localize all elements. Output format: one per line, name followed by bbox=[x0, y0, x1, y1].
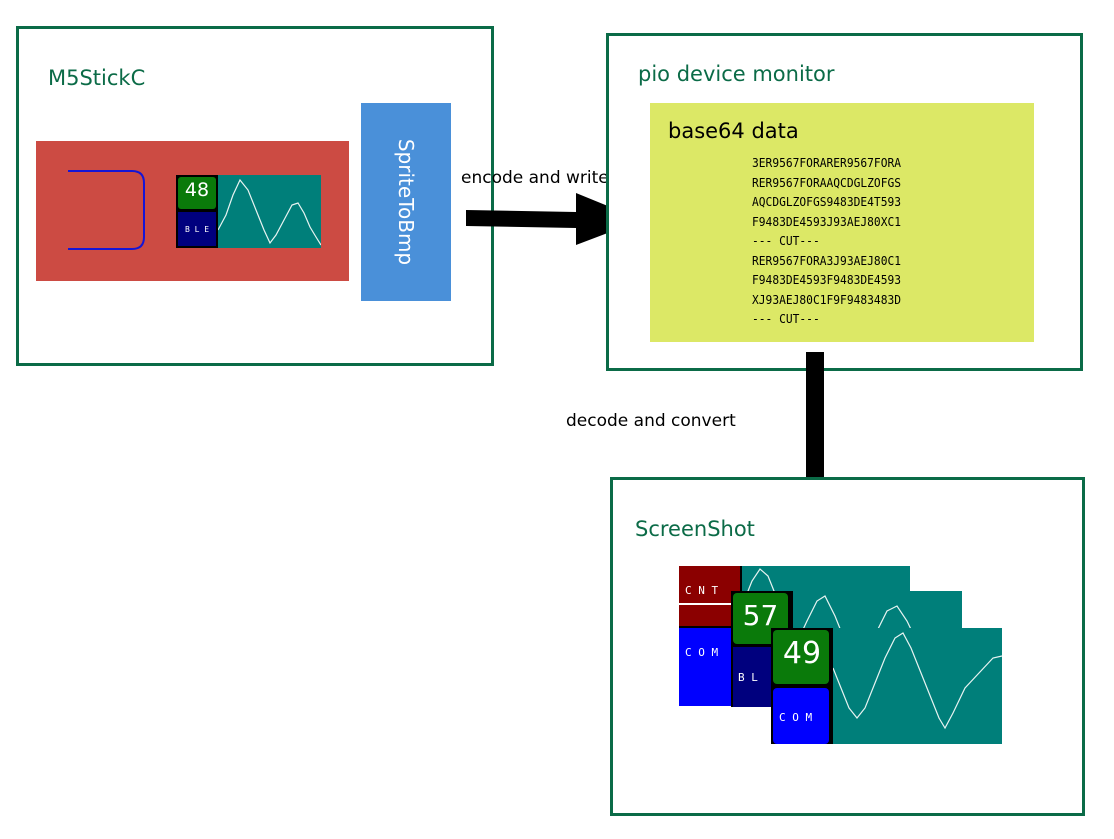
screen-3-waveform bbox=[833, 628, 1002, 744]
encode-arrow bbox=[466, 193, 642, 245]
device-button-outline bbox=[68, 170, 145, 250]
base64-line: 3ER9567FORARER9567FORA bbox=[752, 155, 902, 170]
device-number-badge bbox=[178, 177, 216, 209]
m5stickc-title: M5StickC bbox=[48, 66, 146, 90]
device-waveform bbox=[218, 175, 321, 248]
monitor-title: pio device monitor bbox=[638, 62, 835, 86]
device-ble-badge bbox=[178, 212, 216, 246]
base64-line: XJ93AEJ80C1F9F9483483D bbox=[752, 291, 902, 307]
base64-line: RER9567FORA3J93AEJ80C1 bbox=[752, 252, 902, 268]
decode-arrow-label: decode and convert bbox=[566, 411, 736, 431]
base64-line: F9483DE4593J93AEJ80XC1 bbox=[752, 213, 902, 229]
sprite-to-bmp-block bbox=[361, 103, 451, 301]
device-ble-label: B L E bbox=[184, 225, 210, 234]
base64-line: F9483DE4593F9483DE4593 bbox=[752, 272, 902, 287]
screen-3-number: 49 bbox=[782, 636, 822, 671]
device-screen: 48 B L E bbox=[176, 175, 321, 248]
sprite-to-bmp-label: SpriteToBmp bbox=[394, 138, 418, 266]
base64-title: base64 data bbox=[668, 119, 799, 143]
screenshot-screen-3: 49 C O M bbox=[771, 628, 1002, 744]
base64-line: RER9567FORAAQCDGLZOFGS bbox=[752, 174, 902, 190]
com-badge bbox=[679, 628, 740, 706]
cnt-label: C N T bbox=[685, 584, 719, 597]
screen-3-number-badge bbox=[773, 630, 829, 684]
screenshot-title: ScreenShot bbox=[635, 517, 755, 541]
screen-3-com-badge bbox=[773, 688, 829, 744]
encode-arrow-label: encode and write bbox=[461, 168, 609, 188]
com-label: C O M bbox=[685, 646, 719, 659]
base64-panel bbox=[650, 103, 1034, 342]
cnt-divider bbox=[679, 603, 740, 605]
base64-line: AQCDGLZOFGS9483DE4T593 bbox=[752, 194, 902, 209]
cnt-badge bbox=[679, 566, 740, 626]
base64-line: --- CUT--- bbox=[752, 233, 820, 248]
device-number: 48 bbox=[184, 179, 210, 201]
base64-line: --- CUT--- bbox=[752, 311, 820, 326]
screen-2-number: 57 bbox=[742, 599, 779, 632]
base64-lines: 3ER9567FORARER9567FORA RER9567FORAAQCDGL… bbox=[752, 153, 901, 329]
screen-2-ble-label: B L bbox=[738, 671, 758, 684]
screen-3-com-label: C O M bbox=[779, 711, 813, 724]
